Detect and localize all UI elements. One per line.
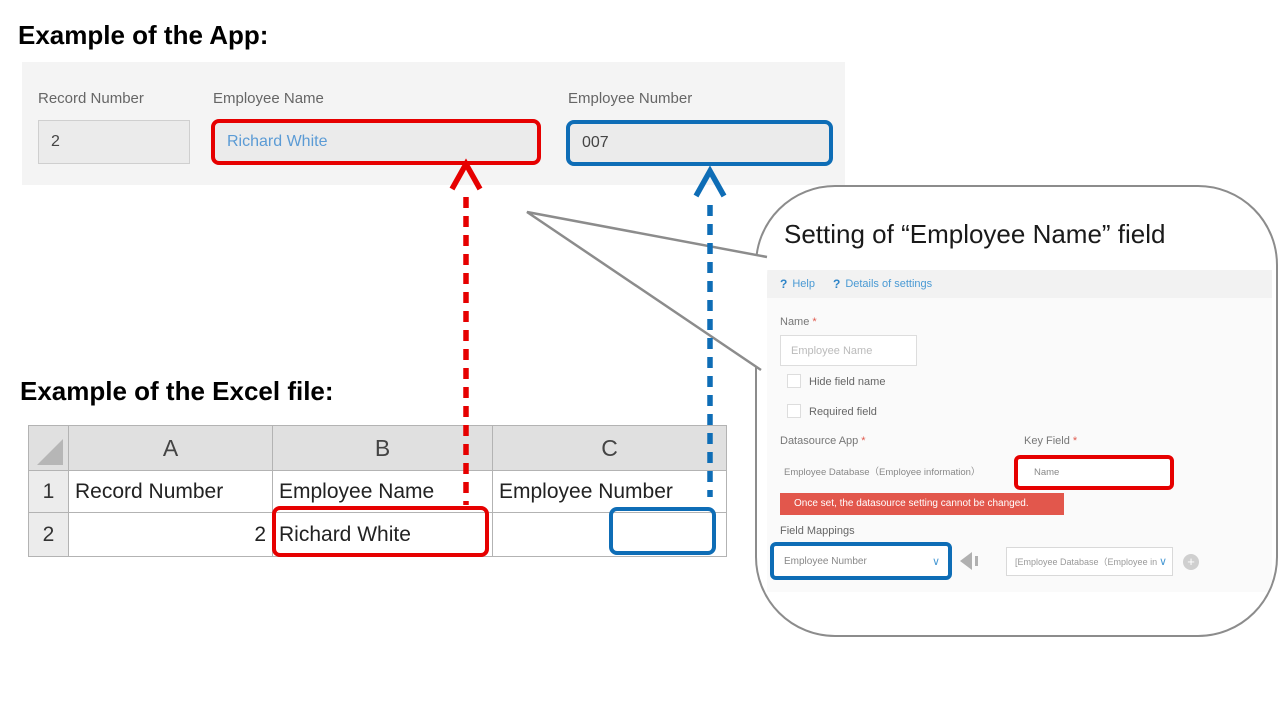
plus-icon: + <box>1187 554 1195 569</box>
employee-number-value: 007 <box>582 134 609 151</box>
key-field-value: Name <box>1034 467 1060 478</box>
field-mappings-label: Field Mappings <box>780 525 855 537</box>
employee-name-value: Richard White <box>227 133 328 150</box>
mapping-direction-arrow-icon <box>960 552 982 570</box>
callout-tail <box>527 212 768 371</box>
excel-col-header-a[interactable]: A <box>69 426 273 471</box>
record-number-label: Record Number <box>38 90 144 107</box>
help-link[interactable]: ? Help <box>780 277 815 291</box>
required-field-checkbox[interactable] <box>787 404 801 418</box>
name-input[interactable]: Employee Name <box>780 335 917 366</box>
excel-row-header-1[interactable]: 1 <box>29 471 69 513</box>
settings-help-bar: ? Help ? Details of settings <box>767 270 1272 298</box>
select-all-triangle-icon <box>37 439 63 465</box>
excel-cell-c1[interactable]: Employee Number <box>493 471 727 513</box>
callout-title: Setting of “Employee Name” field <box>784 219 1166 249</box>
hide-field-name-label: Hide field name <box>809 376 886 388</box>
details-link-label: Details of settings <box>845 278 933 290</box>
excel-table: A B C 1 Record Number Employee Name Empl… <box>28 425 727 557</box>
excel-cell-b2[interactable]: Richard White <box>273 513 493 557</box>
help-icon: ? <box>832 277 841 291</box>
field-settings-form: Name* Employee Name Hide field name Requ… <box>767 298 1272 592</box>
app-example-heading: Example of the App: <box>18 20 269 50</box>
excel-col-header-b[interactable]: B <box>273 426 493 471</box>
datasource-app-label: Datasource App* <box>780 435 866 447</box>
datasource-app-value: Employee Database（Employee information） <box>784 467 981 478</box>
record-number-field: 2 <box>38 120 190 164</box>
key-field-input[interactable]: Name <box>1014 455 1174 490</box>
help-icon: ? <box>780 277 788 291</box>
employee-name-label: Employee Name <box>213 90 324 107</box>
hide-field-name-checkbox[interactable] <box>787 374 801 388</box>
employee-name-field[interactable]: Richard White <box>211 119 541 165</box>
required-asterisk: * <box>1072 435 1078 447</box>
mapping-source-value: Employee Number <box>784 555 867 567</box>
settings-callout-bubble: Setting of “Employee Name” field ? Help … <box>755 185 1278 637</box>
app-record-panel: Record Number 2 Employee Name Richard Wh… <box>22 62 845 185</box>
excel-example-heading: Example of the Excel file: <box>20 376 334 406</box>
excel-cell-a1[interactable]: Record Number <box>69 471 273 513</box>
excel-header-row: A B C <box>29 426 727 471</box>
datasource-warning-banner: Once set, the datasource setting cannot … <box>780 493 1064 515</box>
name-input-placeholder: Employee Name <box>791 344 873 357</box>
chevron-down-icon: ∨ <box>1158 556 1167 568</box>
name-field-label: Name* <box>780 316 817 328</box>
chevron-down-icon: ∨ <box>931 555 940 568</box>
mapping-target-dropdown[interactable]: [Employee Database（Employee in ∨ <box>1006 547 1173 576</box>
excel-cell-a2[interactable]: 2 <box>69 513 273 557</box>
key-field-label: Key Field* <box>1024 435 1078 447</box>
excel-employee-name-highlight-box <box>272 506 489 557</box>
required-field-label: Required field <box>809 406 877 418</box>
excel-row-header-2[interactable]: 2 <box>29 513 69 557</box>
employee-number-field[interactable]: 007 <box>566 120 833 166</box>
required-asterisk: * <box>861 435 866 447</box>
excel-employee-number-highlight-box <box>609 507 716 555</box>
mapping-target-value: [Employee Database（Employee in <box>1015 557 1158 567</box>
employee-number-label: Employee Number <box>568 90 693 107</box>
callout-tail-outline <box>526 210 768 372</box>
excel-col-header-c[interactable]: C <box>493 426 727 471</box>
add-mapping-button[interactable]: + <box>1183 554 1199 570</box>
required-asterisk: * <box>812 316 817 328</box>
mapping-source-dropdown[interactable]: Employee Number ∨ <box>770 542 952 580</box>
help-link-label: Help <box>792 278 815 290</box>
excel-select-all-cell[interactable] <box>29 426 69 471</box>
details-of-settings-link[interactable]: ? Details of settings <box>833 277 932 291</box>
